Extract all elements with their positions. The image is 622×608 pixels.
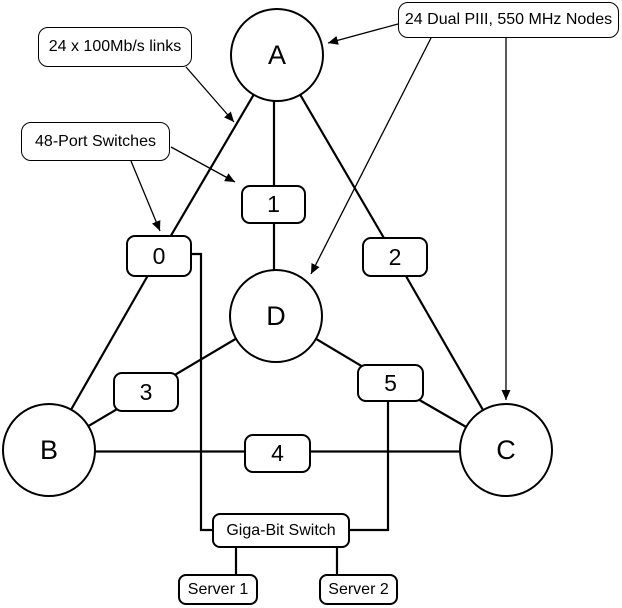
callout-nodes-label: 24 Dual PIII, 550 MHz Nodes bbox=[398, 2, 619, 38]
node-a: A bbox=[230, 8, 324, 102]
switch-3: 3 bbox=[113, 372, 179, 412]
switch-2: 2 bbox=[362, 237, 428, 277]
server-1: Server 1 bbox=[178, 574, 258, 605]
arrow-switches-to-switch0 bbox=[130, 160, 161, 232]
switch-5: 5 bbox=[357, 364, 424, 402]
arrow-nodes-to-a bbox=[327, 23, 399, 45]
gigabit-switch: Giga-Bit Switch bbox=[212, 513, 350, 548]
node-c: C bbox=[459, 403, 553, 497]
node-d: D bbox=[229, 269, 323, 363]
switch-0: 0 bbox=[126, 235, 192, 277]
arrow-nodes-to-d bbox=[310, 37, 432, 275]
callout-port-switches-label: 48-Port Switches bbox=[21, 122, 170, 161]
arrow-links-to-edge bbox=[185, 66, 235, 123]
edge-switch0-gigabit bbox=[192, 252, 213, 532]
edge-switch5-gigabit bbox=[350, 402, 390, 532]
switch-4: 4 bbox=[244, 434, 311, 473]
server-2: Server 2 bbox=[319, 574, 398, 605]
node-b: B bbox=[2, 403, 96, 497]
arrow-switches-to-switch1 bbox=[170, 146, 236, 183]
switch-1: 1 bbox=[241, 185, 306, 224]
callout-links-label: 24 x 100Mb/s links bbox=[38, 27, 192, 67]
